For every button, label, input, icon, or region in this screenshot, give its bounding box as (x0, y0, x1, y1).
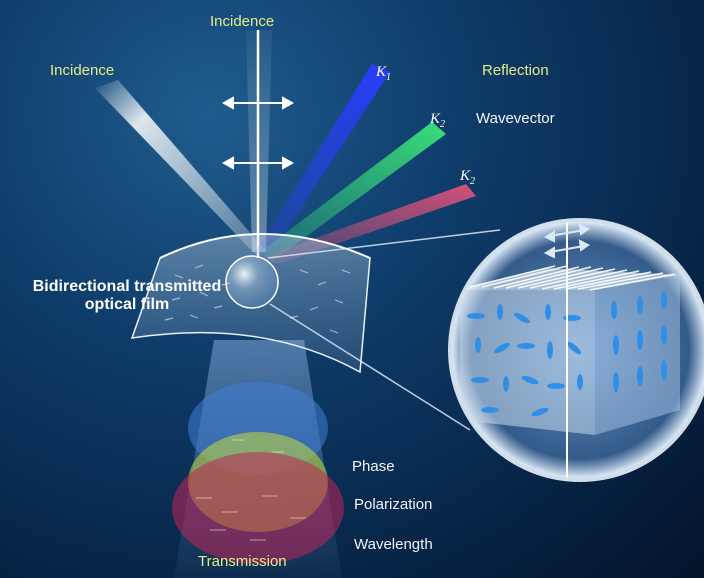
reflected-beam-k2 (258, 122, 446, 260)
transmission-label: Transmission (198, 553, 287, 570)
metasurface-cube (460, 222, 680, 478)
focus-sphere (225, 255, 279, 309)
film-label: Bidirectional transmitted optical film (0, 278, 254, 314)
incidence-beam-left (95, 80, 265, 254)
film-label-line2: optical film (84, 296, 170, 313)
wavelength-label: Wavelength (354, 536, 433, 553)
reflection-label: Reflection (482, 62, 549, 79)
reflected-beam-k1 (255, 64, 390, 256)
k1-label: K1 (376, 64, 392, 83)
k2-label: K2 (430, 111, 446, 130)
polarization-arrow-icon (221, 96, 295, 170)
k3-label: K2 (460, 168, 476, 187)
polarization-label: Polarization (354, 496, 433, 513)
wavelength-circle (172, 452, 344, 564)
transmission-pattern (196, 439, 306, 541)
incidence-top-label: Incidence (210, 13, 275, 30)
phase-label: Phase (352, 458, 395, 475)
wavevector-label: Wavevector (476, 110, 555, 127)
film-label-line1: Bidirectional transmitted (32, 278, 222, 295)
incidence-left-label: Incidence (50, 62, 115, 79)
